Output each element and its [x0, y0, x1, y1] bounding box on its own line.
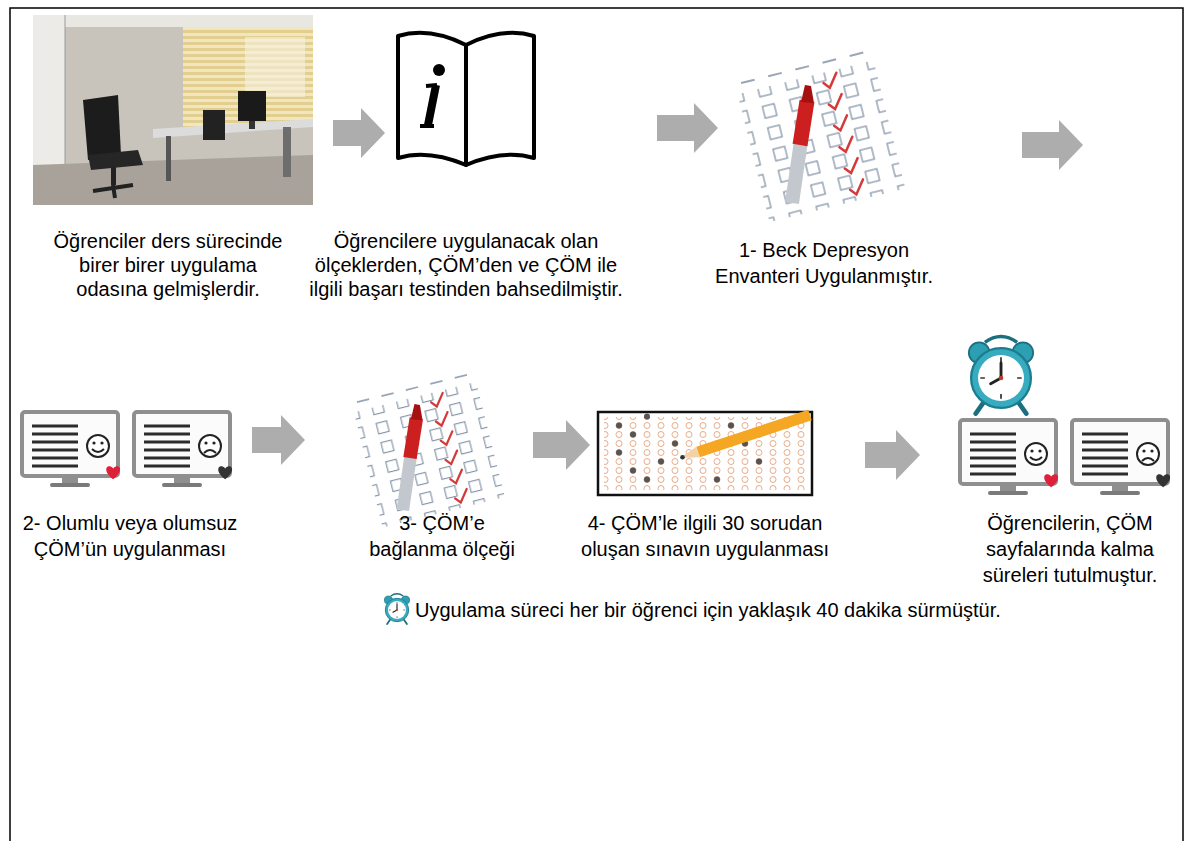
- info-book-icon: [420, 124, 434, 128]
- room-photo: [166, 136, 171, 181]
- answer-sheet-photo: [728, 423, 734, 429]
- process-step: 2- Olumlu veya olumsuz ÇÖM’ün uygulanmas…: [20, 410, 232, 490]
- row-wrap-arrow: [1022, 120, 1083, 170]
- answer-sheet-photo: [630, 432, 636, 438]
- answer-sheet-photo: [630, 468, 636, 474]
- room-photo: [83, 95, 121, 160]
- page-frame: [10, 8, 1183, 841]
- note-text: Uygulama süreci her bir öğrenci için yak…: [415, 598, 1001, 622]
- answer-sheet-photo: [672, 441, 678, 447]
- flow-arrow: [657, 103, 718, 153]
- room-photo: [245, 37, 305, 97]
- process-step: Öğrencilere uygulanacak olan ölçeklerden…: [395, 25, 537, 170]
- process-step: 1- Beck Depresyon Envanteri Uygulanmıştı…: [740, 45, 905, 210]
- step-caption: 4- ÇÖM’le ilgili 30 sorudan oluşan sınav…: [574, 510, 836, 562]
- info-book-icon: [428, 85, 436, 125]
- answer-sheet-photo: [616, 414, 762, 483]
- room-photo: [33, 15, 313, 27]
- room-photo: [111, 167, 116, 185]
- flow-arrow: [333, 108, 385, 158]
- answer-sheet-photo: [756, 459, 762, 465]
- room-photo: [183, 27, 313, 127]
- process-step: 4- ÇÖM’le ilgili 30 sorudan oluşan sınav…: [598, 412, 812, 495]
- step-caption: 3- ÇÖM’e bağlanma ölçeği: [362, 510, 522, 562]
- alarm-clock: [384, 594, 409, 624]
- info-book-icon: [466, 33, 534, 165]
- flow-arrow: [533, 420, 590, 470]
- room-photo: [183, 27, 313, 127]
- flow-arrow: [252, 415, 305, 465]
- answer-sheet-photo: [644, 477, 650, 483]
- room-photo: [33, 15, 313, 205]
- room-photo: [33, 155, 313, 205]
- answer-sheet-photo: [680, 455, 685, 460]
- answer-sheet-photo: [658, 459, 664, 465]
- answer-sheet-photo: [714, 477, 720, 483]
- monitor-pair: [22, 412, 232, 487]
- step-caption: 2- Olumlu veya olumsuz ÇÖM’ün uygulanmas…: [19, 510, 241, 562]
- info-book-icon: [433, 64, 445, 76]
- flow-arrow: [865, 430, 920, 480]
- answer-sheet-photo: [598, 412, 812, 495]
- step-caption: 1- Beck Depresyon Envanteri Uygulanmıştı…: [704, 237, 944, 289]
- room-photo: [238, 91, 266, 121]
- info-book-icon: [398, 33, 534, 165]
- room-photo: [283, 127, 291, 177]
- monitor-pair: [960, 420, 1170, 495]
- process-step: Öğrencilerin, ÇÖM sayfalarında kalma sür…: [958, 345, 1170, 500]
- checklist-picture: [352, 373, 505, 527]
- step-caption: Öğrencilerin, ÇÖM sayfalarında kalma sür…: [965, 510, 1175, 588]
- step-caption: Öğrencilere uygulanacak olan ölçeklerden…: [304, 229, 629, 301]
- step-caption: Öğrenciler ders sürecinde birer birer uy…: [46, 229, 291, 301]
- answer-sheet-photo: [644, 414, 650, 420]
- room-photo: [249, 121, 255, 129]
- note: Uygulama süreci her bir öğrenci için yak…: [415, 598, 1001, 622]
- process-step: 3- ÇÖM’e bağlanma ölçeği: [355, 370, 525, 520]
- room-photo: [33, 15, 313, 205]
- process-step: Öğrenciler ders sürecinde birer birer uy…: [33, 15, 313, 205]
- answer-sheet-photo: [616, 450, 622, 456]
- checklist-picture: [735, 51, 905, 223]
- answer-sheet-photo: [616, 423, 622, 429]
- alarm-clock: [969, 337, 1033, 414]
- info-book-icon: [398, 33, 466, 165]
- room-photo: [203, 110, 225, 140]
- answer-sheet-photo: [698, 415, 810, 452]
- info-book-icon: [426, 85, 437, 86]
- answer-sheet-photo: [598, 412, 812, 495]
- room-photo: [93, 185, 133, 198]
